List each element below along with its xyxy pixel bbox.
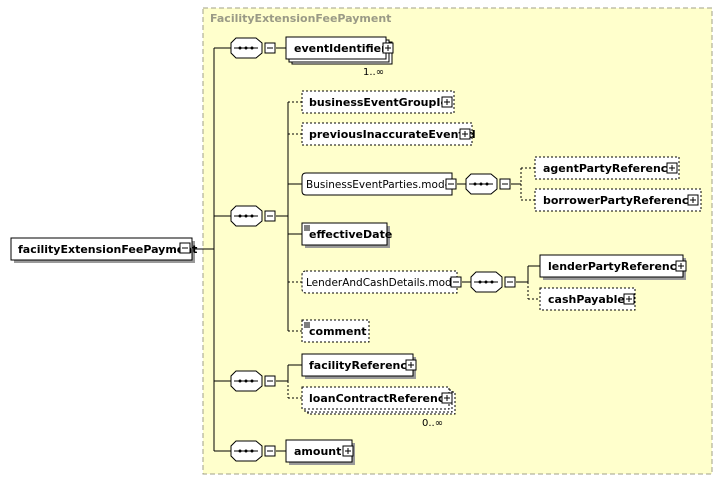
element-loan-contract-reference[interactable]: loanContractReference [301, 386, 456, 415]
element-label: lenderPartyReference [548, 260, 684, 273]
expand-icon[interactable] [687, 194, 699, 206]
element-label: loanContractReference [309, 392, 452, 405]
expand-icon[interactable] [342, 445, 354, 457]
element-amount[interactable]: amount [285, 439, 355, 465]
element-label: amount [294, 445, 341, 458]
expand-icon[interactable] [405, 359, 417, 371]
element-comment[interactable]: comment [301, 319, 370, 343]
element-label: cashPayable [548, 293, 625, 306]
sequence-compositor[interactable] [230, 440, 276, 462]
element-effective-date[interactable]: effectiveDate [301, 222, 392, 248]
sequence-compositor[interactable] [230, 370, 276, 392]
group-container [202, 7, 713, 475]
expand-icon[interactable] [382, 42, 394, 54]
group-business-event-parties-model[interactable]: BusinessEventParties.model [301, 172, 457, 196]
group-label: BusinessEventParties.model [306, 179, 454, 191]
element-label: borrowerPartyReference [543, 194, 696, 207]
collapse-icon[interactable] [179, 242, 191, 254]
element-borrower-party-reference[interactable]: borrowerPartyReference [534, 188, 702, 212]
collapse-icon[interactable] [264, 42, 276, 54]
expand-icon[interactable] [675, 260, 687, 272]
expand-icon[interactable] [459, 128, 471, 140]
expand-icon[interactable] [623, 293, 635, 305]
collapse-icon[interactable] [264, 210, 276, 222]
element-label: effectiveDate [309, 228, 392, 241]
element-label: comment [309, 325, 367, 338]
cardinality-label: 0..∞ [422, 418, 443, 429]
group-label: LenderAndCashDetails.model [306, 277, 461, 289]
element-cash-payable[interactable]: cashPayable [539, 287, 636, 311]
element-label: businessEventGroupId [309, 96, 448, 109]
element-agent-party-reference[interactable]: agentPartyReference [534, 156, 680, 180]
sequence-compositor[interactable] [230, 37, 276, 59]
collapse-icon[interactable] [264, 445, 276, 457]
cardinality-label: 1..∞ [363, 67, 384, 78]
collapse-icon[interactable] [445, 178, 457, 190]
collapse-icon[interactable] [450, 276, 462, 288]
collapse-icon[interactable] [264, 375, 276, 387]
element-label: eventIdentifier [294, 42, 387, 55]
expand-icon[interactable] [441, 96, 453, 108]
collapse-icon[interactable] [499, 178, 511, 190]
element-lender-party-reference[interactable]: lenderPartyReference [539, 254, 687, 280]
element-event-identifier[interactable]: eventIdentifier [285, 36, 394, 65]
group-title: FacilityExtensionFeePayment [210, 12, 391, 25]
expand-icon[interactable] [666, 162, 678, 174]
simple-type-icon [304, 225, 310, 231]
sequence-compositor[interactable] [470, 271, 516, 293]
element-label: agentPartyReference [543, 162, 675, 175]
sequence-compositor[interactable] [465, 173, 511, 195]
element-business-event-group-id[interactable]: businessEventGroupId [301, 90, 455, 114]
element-facility-reference[interactable]: facilityReference [301, 353, 417, 379]
element-previous-inaccurate-event-id[interactable]: previousInaccurateEventId [301, 122, 476, 146]
element-label: facilityReference [309, 359, 414, 372]
element-label: previousInaccurateEventId [309, 128, 476, 141]
connectors [193, 47, 540, 452]
sequence-compositor[interactable] [230, 205, 276, 227]
root-element[interactable]: facilityExtensionFeePayment [10, 237, 197, 263]
root-element-label: facilityExtensionFeePayment [18, 243, 197, 256]
group-lender-and-cash-details-model[interactable]: LenderAndCashDetails.model [301, 270, 462, 294]
expand-icon[interactable] [441, 392, 453, 404]
collapse-icon[interactable] [504, 276, 516, 288]
simple-type-icon [304, 322, 310, 328]
